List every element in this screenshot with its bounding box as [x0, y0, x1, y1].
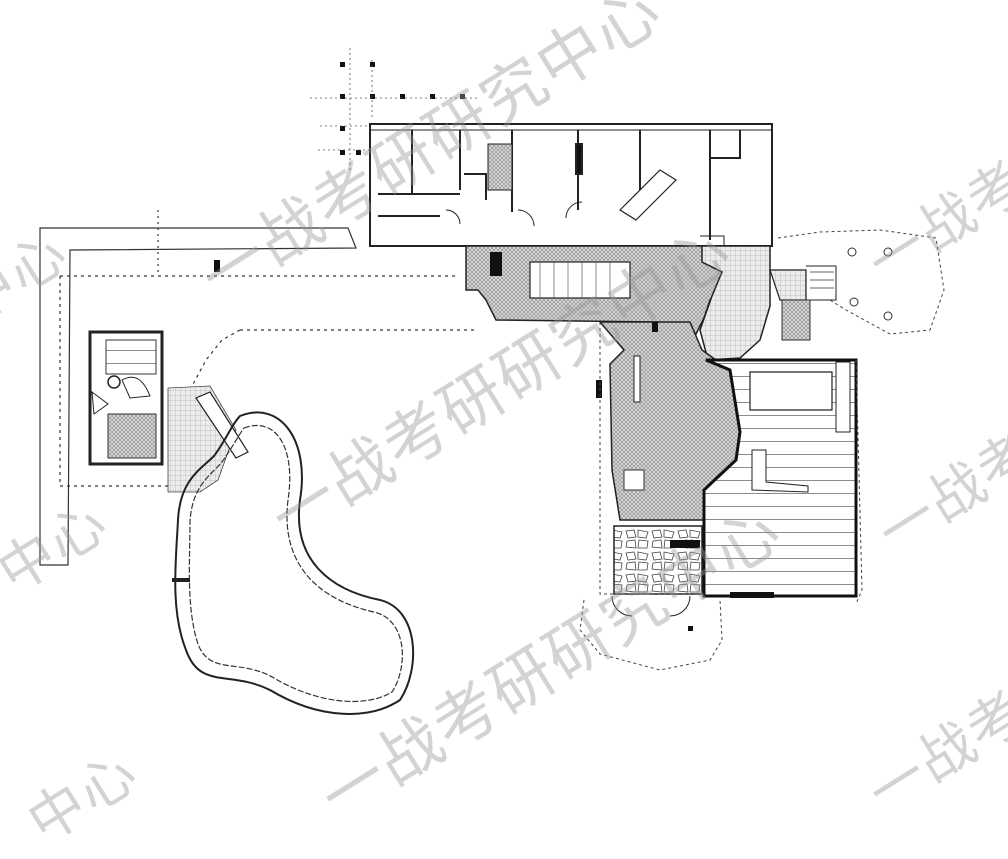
swimming-pool [172, 411, 415, 715]
garden-wall [39, 210, 478, 566]
entry-door-swing [611, 595, 633, 617]
entrance-terrace [777, 229, 945, 335]
entry-door-swing-2 [669, 595, 691, 617]
yard-post [688, 626, 693, 631]
wall-post [214, 260, 220, 272]
sauna [88, 330, 164, 466]
floor-plan [39, 48, 945, 715]
bedroom-wing [369, 123, 773, 247]
pergola-grid [310, 48, 480, 170]
gallery [699, 245, 837, 361]
south-perimeter [579, 322, 863, 671]
dining-hall [465, 245, 727, 339]
terrace-trees [847, 247, 893, 321]
stone-room [613, 525, 703, 595]
studio [702, 358, 858, 598]
pergola-posts [340, 62, 465, 155]
